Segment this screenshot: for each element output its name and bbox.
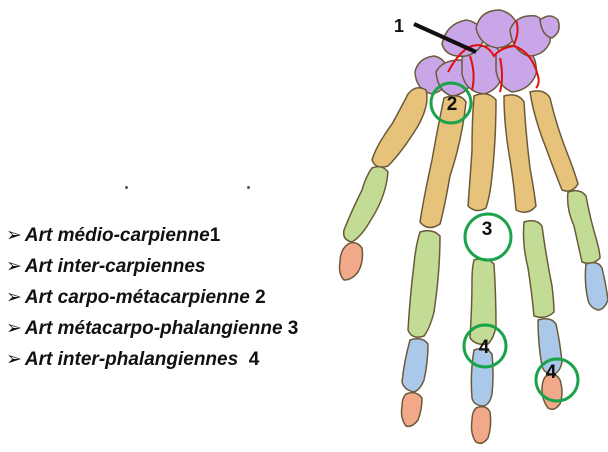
metacarpal-thumb [372, 88, 427, 167]
marker-label-3: 3 [482, 219, 493, 240]
proximal-phalanx-thumb [344, 167, 388, 242]
marker-label-4a: 4 [479, 337, 490, 358]
distal-phalanx-middle [472, 407, 491, 444]
middle-phalanx-index [402, 339, 428, 392]
metacarpal-index [420, 96, 466, 228]
marker-label-1: 1 [394, 16, 404, 36]
middle-phalanx-little [585, 263, 608, 310]
proximal-phalanx-ring [524, 221, 555, 318]
metacarpal-middle [468, 94, 496, 211]
distal-phalanx-index [402, 393, 423, 427]
metacarpal-ring [504, 95, 536, 212]
proximal-phalanx-middle [470, 259, 496, 345]
marker-label-4b: 4 [546, 362, 557, 383]
distal-phalanx-thumb [340, 243, 363, 280]
metacarpal-bones [372, 88, 578, 228]
marker-label-2: 2 [447, 94, 458, 115]
proximal-phalanx-little [568, 191, 600, 264]
proximal-phalanx-index [408, 231, 440, 337]
metacarpal-little [530, 91, 578, 191]
